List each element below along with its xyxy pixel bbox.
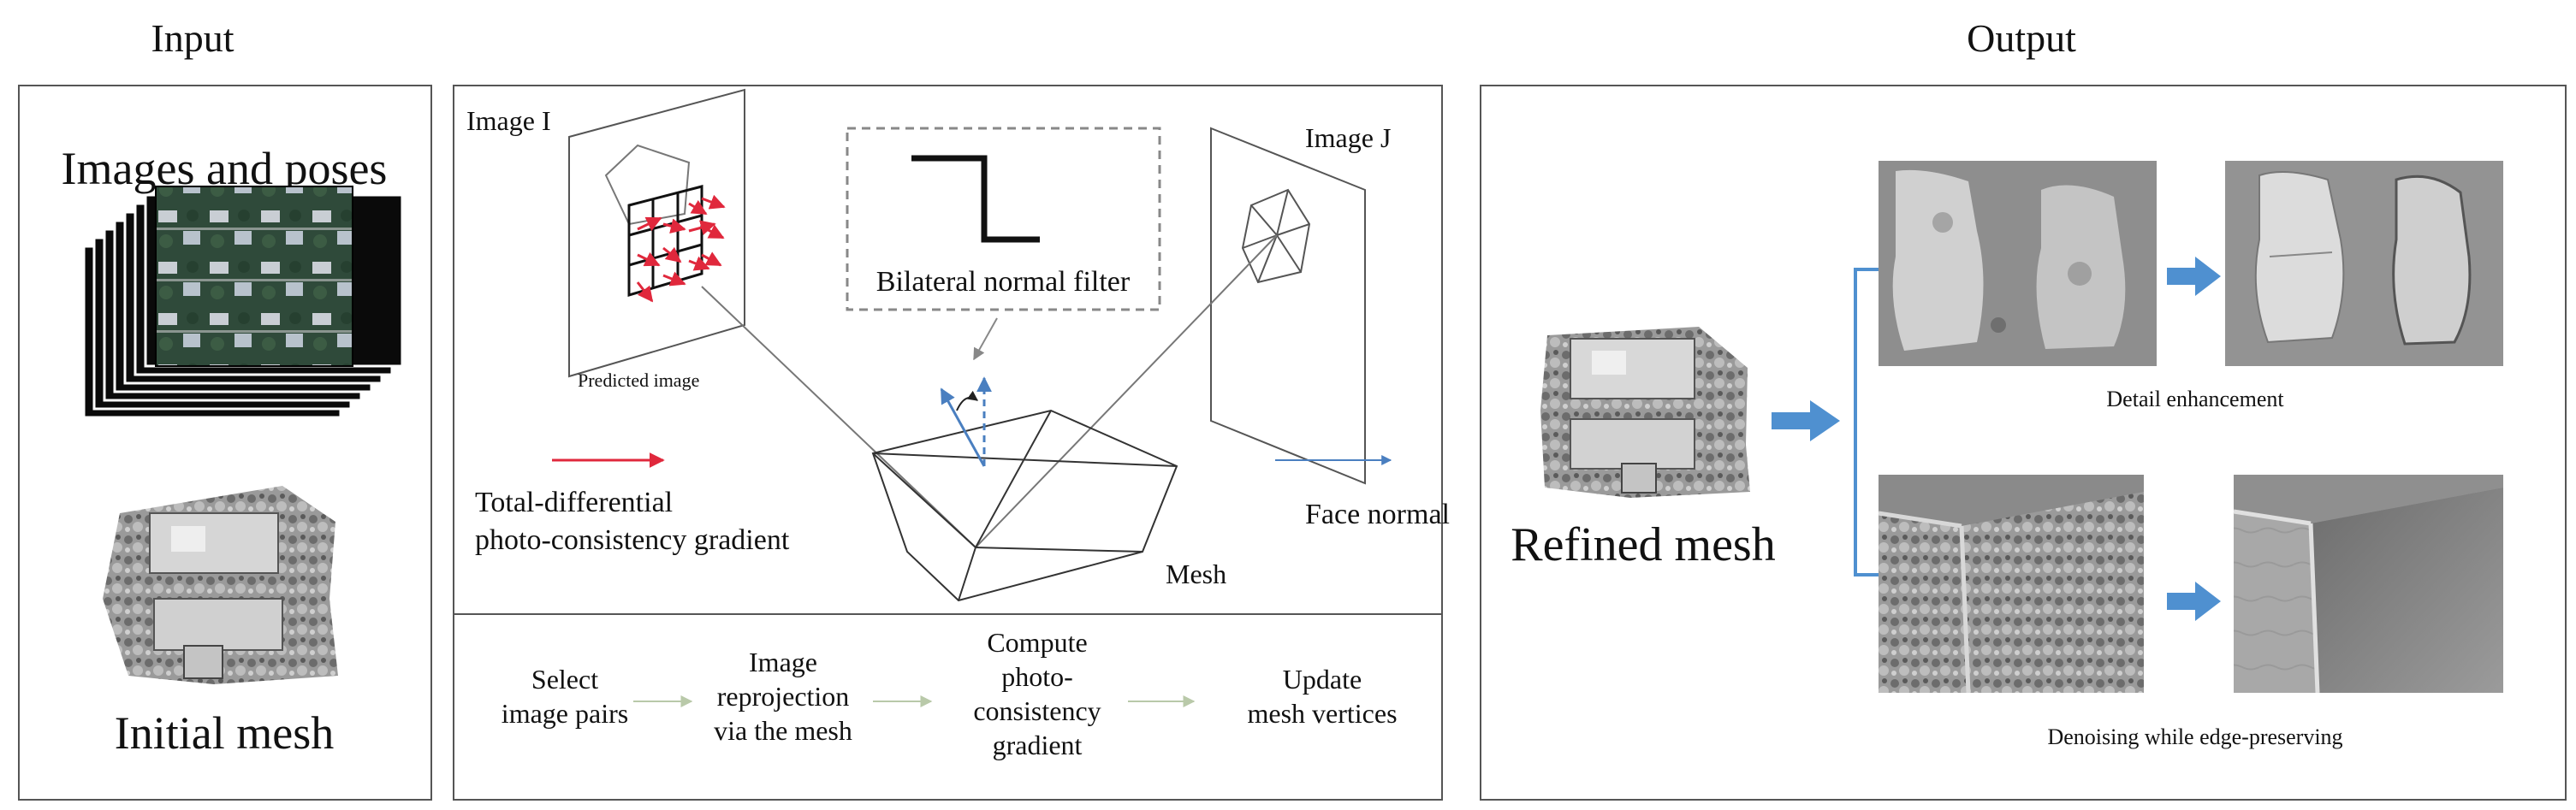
denoise-before-image bbox=[1878, 475, 2144, 694]
step-4-line-1: Update bbox=[1283, 664, 1362, 695]
step-1-line-1: Select bbox=[531, 664, 598, 695]
pipeline-step-1: Select image pairs bbox=[502, 664, 628, 729]
ray-image-j bbox=[975, 234, 1278, 548]
denoise-arrow bbox=[2167, 582, 2221, 621]
image-i-label: Image I bbox=[466, 105, 551, 136]
pipeline-step-3: Compute photo- consistency gradient bbox=[973, 627, 1101, 760]
detail-after-image bbox=[2225, 161, 2503, 366]
pipeline-step-4: Update mesh vertices bbox=[1247, 664, 1397, 729]
predicted-image-label: Predicted image bbox=[578, 370, 699, 391]
gradient-label-line2: photo-consistency gradient bbox=[475, 524, 790, 556]
bilateral-filter-label: Bilateral normal filter bbox=[876, 266, 1131, 298]
image-j-plane bbox=[1210, 127, 1366, 485]
image-stack bbox=[82, 186, 404, 419]
pipeline-step-2: Image reprojection via the mesh bbox=[714, 647, 852, 746]
step-3-line-2: photo- bbox=[1001, 661, 1073, 692]
detail-arrow bbox=[2167, 257, 2221, 296]
step-2-line-3: via the mesh bbox=[714, 715, 852, 746]
image-i-plane bbox=[568, 88, 745, 378]
face-normal-arrow bbox=[940, 387, 986, 467]
step-3-line-4: gradient bbox=[993, 730, 1083, 760]
step-4-line-2: mesh vertices bbox=[1247, 698, 1397, 729]
ray-image-i bbox=[701, 286, 976, 548]
input-header: Input bbox=[151, 16, 234, 60]
step-1-line-2: image pairs bbox=[502, 698, 628, 729]
output-bracket bbox=[1854, 268, 1887, 576]
mesh-wireframe bbox=[871, 409, 1178, 602]
gradient-arrows bbox=[636, 194, 726, 303]
initial-mesh-thumbnail bbox=[103, 486, 338, 684]
detail-enhancement-caption: Detail enhancement bbox=[2106, 387, 2284, 411]
denoising-caption: Denoising while edge-preserving bbox=[2047, 724, 2342, 749]
refined-mesh-label: Refined mesh bbox=[1511, 518, 1775, 571]
step-3-line-3: consistency bbox=[973, 695, 1101, 726]
step-function-graphic bbox=[911, 155, 1040, 243]
detail-before-image bbox=[1879, 161, 2157, 366]
pixel-grid bbox=[627, 185, 703, 298]
step-2-line-2: reprojection bbox=[717, 681, 850, 712]
image-i-projection bbox=[604, 144, 691, 226]
refined-mesh-thumbnail bbox=[1540, 327, 1750, 498]
flow-arrow bbox=[1772, 400, 1840, 441]
input-panel bbox=[18, 85, 432, 801]
image-j-spokes bbox=[1242, 189, 1310, 283]
face-normal-label: Face normal bbox=[1305, 499, 1450, 530]
gradient-label-line1: Total-differential bbox=[475, 487, 673, 518]
mesh-label: Mesh bbox=[1166, 559, 1226, 589]
image-j-label: Image J bbox=[1305, 122, 1391, 153]
output-header: Output bbox=[1967, 16, 2076, 60]
initial-mesh-label: Initial mesh bbox=[115, 707, 334, 759]
step-3-line-1: Compute bbox=[987, 627, 1087, 658]
step-2-line-1: Image bbox=[749, 647, 817, 677]
output-panel bbox=[1480, 85, 2567, 801]
filter-pointer-arrow bbox=[973, 317, 998, 361]
rotation-indicator bbox=[956, 390, 978, 411]
method-panel bbox=[453, 85, 1443, 801]
denoise-after-image bbox=[2233, 475, 2503, 694]
